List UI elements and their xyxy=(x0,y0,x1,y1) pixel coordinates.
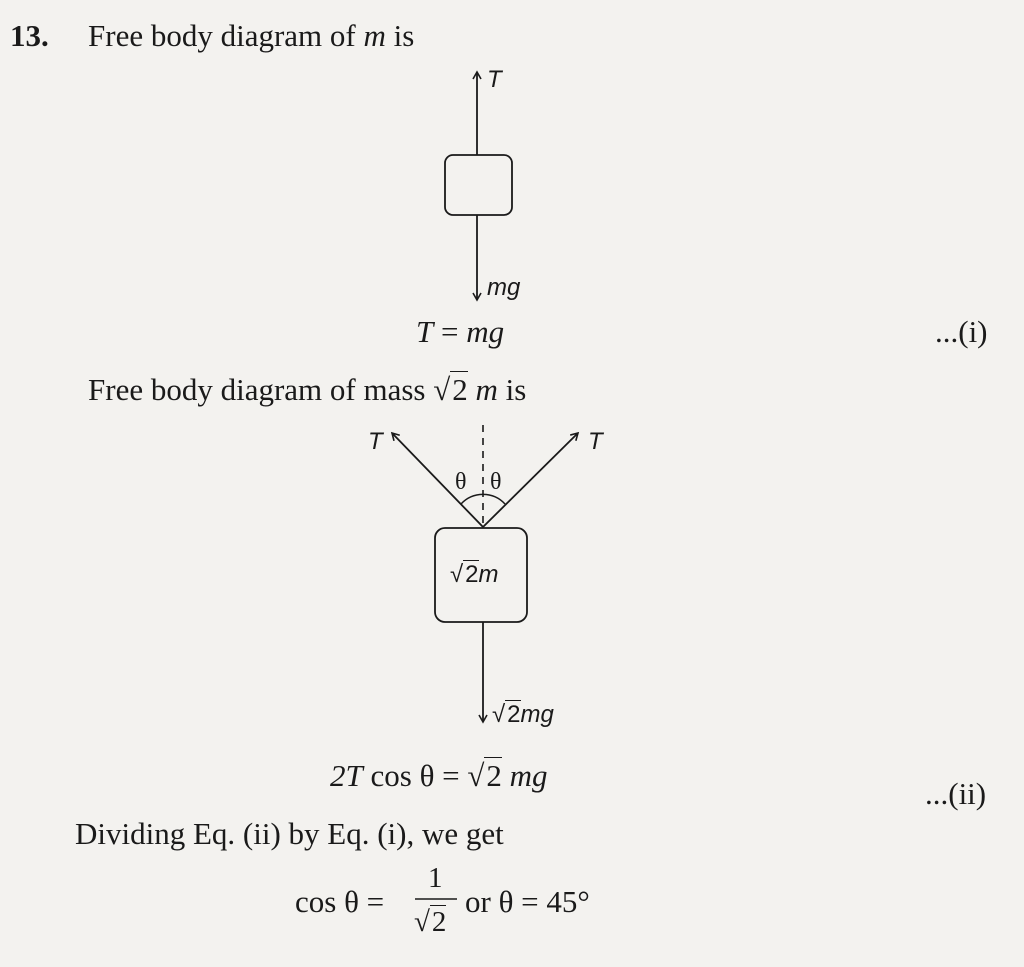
eq1-rhs: mg xyxy=(466,314,505,349)
problem-number: 13. xyxy=(10,18,49,53)
sqrt-symbol: √ xyxy=(414,906,430,938)
weight-text: mg xyxy=(520,701,554,728)
result-lhs: cos θ = xyxy=(295,884,385,919)
box-label: √2m xyxy=(450,560,499,588)
heading-text: Free body diagram of xyxy=(88,18,364,53)
box-mass: m xyxy=(478,561,499,588)
eq2-coef: 2 xyxy=(330,758,346,793)
mass-var: m xyxy=(467,372,498,407)
sqrt-arg: 2 xyxy=(484,757,502,793)
heading-tail: is xyxy=(385,18,415,53)
sqrt-symbol: √ xyxy=(433,372,451,407)
fbd-root2m-heading: Free body diagram of mass √2 m is xyxy=(88,371,527,407)
root2-mass-box xyxy=(434,527,528,623)
eq1-eq: = xyxy=(433,314,467,349)
result-tail: or θ = 45° xyxy=(465,884,590,919)
fraction-denominator: √2 xyxy=(414,905,447,938)
sqrt-symbol: √ xyxy=(492,701,506,728)
sqrt-arg: 2 xyxy=(463,560,479,588)
eq1-lhs: T xyxy=(416,314,434,349)
eq2-cos: cos θ = xyxy=(362,758,468,793)
equation-tag-i: ...(i) xyxy=(935,314,988,349)
theta-right-label: θ xyxy=(490,469,502,495)
mass-box xyxy=(444,154,513,216)
mass-var: m xyxy=(363,18,386,53)
fbd-m-heading: Free body diagram of m is xyxy=(88,20,414,51)
sqrt-symbol: √ xyxy=(450,561,464,588)
equation-i: T = mg xyxy=(416,316,504,347)
fraction-numerator: 1 xyxy=(428,862,443,894)
eq2-rhs: mg xyxy=(501,758,548,793)
heading2-text: Free body diagram of mass xyxy=(88,372,434,407)
sqrt-symbol: √ xyxy=(467,758,485,793)
equation-ii: 2T cos θ = √2 mg xyxy=(330,757,548,793)
eq2-T: T xyxy=(345,758,363,793)
left-tension-label: T xyxy=(368,428,383,455)
left-tension-arrow xyxy=(390,431,484,528)
weight2-label: √2mg xyxy=(492,700,554,728)
right-tension-label: T xyxy=(588,428,603,455)
heading2-tail: is xyxy=(497,372,527,407)
dividing-text: Dividing Eq. (ii) by Eq. (i), we get xyxy=(75,816,504,851)
angle-arc xyxy=(460,493,506,505)
theta-left-label: θ xyxy=(455,469,467,495)
sqrt-arg: 2 xyxy=(429,905,447,938)
right-tension-arrow xyxy=(482,431,580,528)
sqrt-arg: 2 xyxy=(505,700,521,728)
weight-label: mg xyxy=(487,274,521,301)
equation-tag-ii: ...(ii) xyxy=(925,776,987,811)
tension-label: T xyxy=(487,66,502,93)
sqrt-arg: 2 xyxy=(450,371,468,407)
